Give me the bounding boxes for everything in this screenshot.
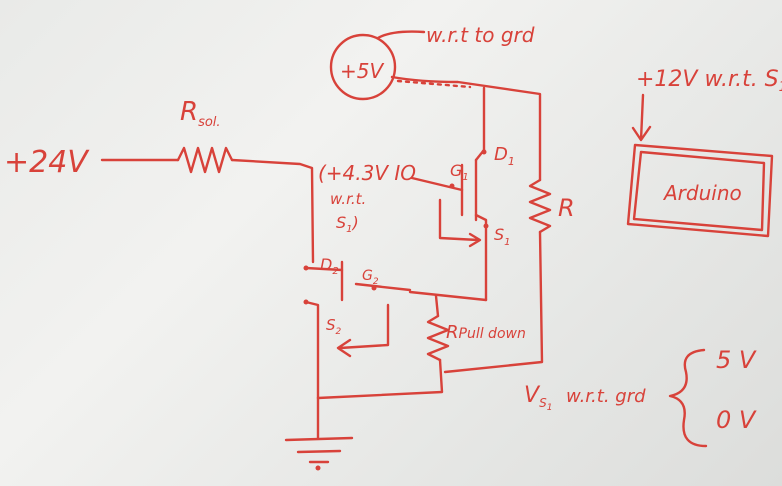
label-vs1: VS1 [524,383,552,413]
terminal-s2 [303,299,309,305]
terminal-d2 [303,265,309,271]
brace [668,348,708,448]
label-r: R [558,194,575,222]
arduino-arrow [631,93,652,142]
resistor-r [528,178,552,234]
terminal-g1 [449,183,455,189]
wire-5v-rail [390,75,542,182]
label-io-line3: S1) [336,213,359,235]
mosfet-q2-gate [354,282,412,292]
label-s2: S2 [326,316,342,337]
leader-5v [376,30,426,40]
label-rsol: Rsol. [180,97,221,130]
label-io-line1: (+4.3V IO [318,161,416,185]
arduino-box [626,143,774,238]
ground-symbol [284,436,354,464]
label-zero-v: 0 V [716,406,757,434]
label-five-v: 5 V [716,346,757,374]
plus5v-circle [329,33,397,101]
wire-pulldown-bottom [316,358,444,400]
label-s1: S1 [494,225,511,248]
label-d1: D1 [494,144,515,168]
label-wrt-grd-top: w.r.t to grd [426,23,535,47]
resistor-rsol [176,146,234,174]
label-g1: G1 [450,161,469,183]
mosfet-q1-gate-wire [410,176,464,192]
label-arduino: Arduino [662,181,742,205]
wire-rsol-d2 [230,158,315,264]
mosfet-q2-source [304,300,320,400]
label-d2: D2 [320,255,339,277]
wire-r-down [443,230,544,374]
resistor-rpulldown [426,314,450,362]
mosfet-q2-arrow [336,303,390,358]
label-plus5v: +5V [340,59,384,83]
wire-5v-dots [396,79,472,89]
terminal-g2 [371,285,377,291]
terminal-d1 [481,149,487,155]
terminal-s1 [483,223,489,229]
label-plus12v: +12V w.r.t. S1 [636,67,782,95]
terminal-ground [315,465,321,471]
wire-pulldown-top [434,294,440,318]
label-io-line2: w.r.t. [330,190,366,208]
label-plus24v: +24V [4,145,90,180]
mosfet-q1-s1 [474,213,488,302]
mosfet-q1-arrow [438,198,482,248]
mosfet-q2-d2 [304,266,344,272]
mosfet-q2-gate-wire [408,290,488,302]
label-vs1-wrt: w.r.t. grd [566,386,646,407]
label-g2: G2 [362,268,379,287]
label-rpulldown: RPull down [446,322,526,343]
